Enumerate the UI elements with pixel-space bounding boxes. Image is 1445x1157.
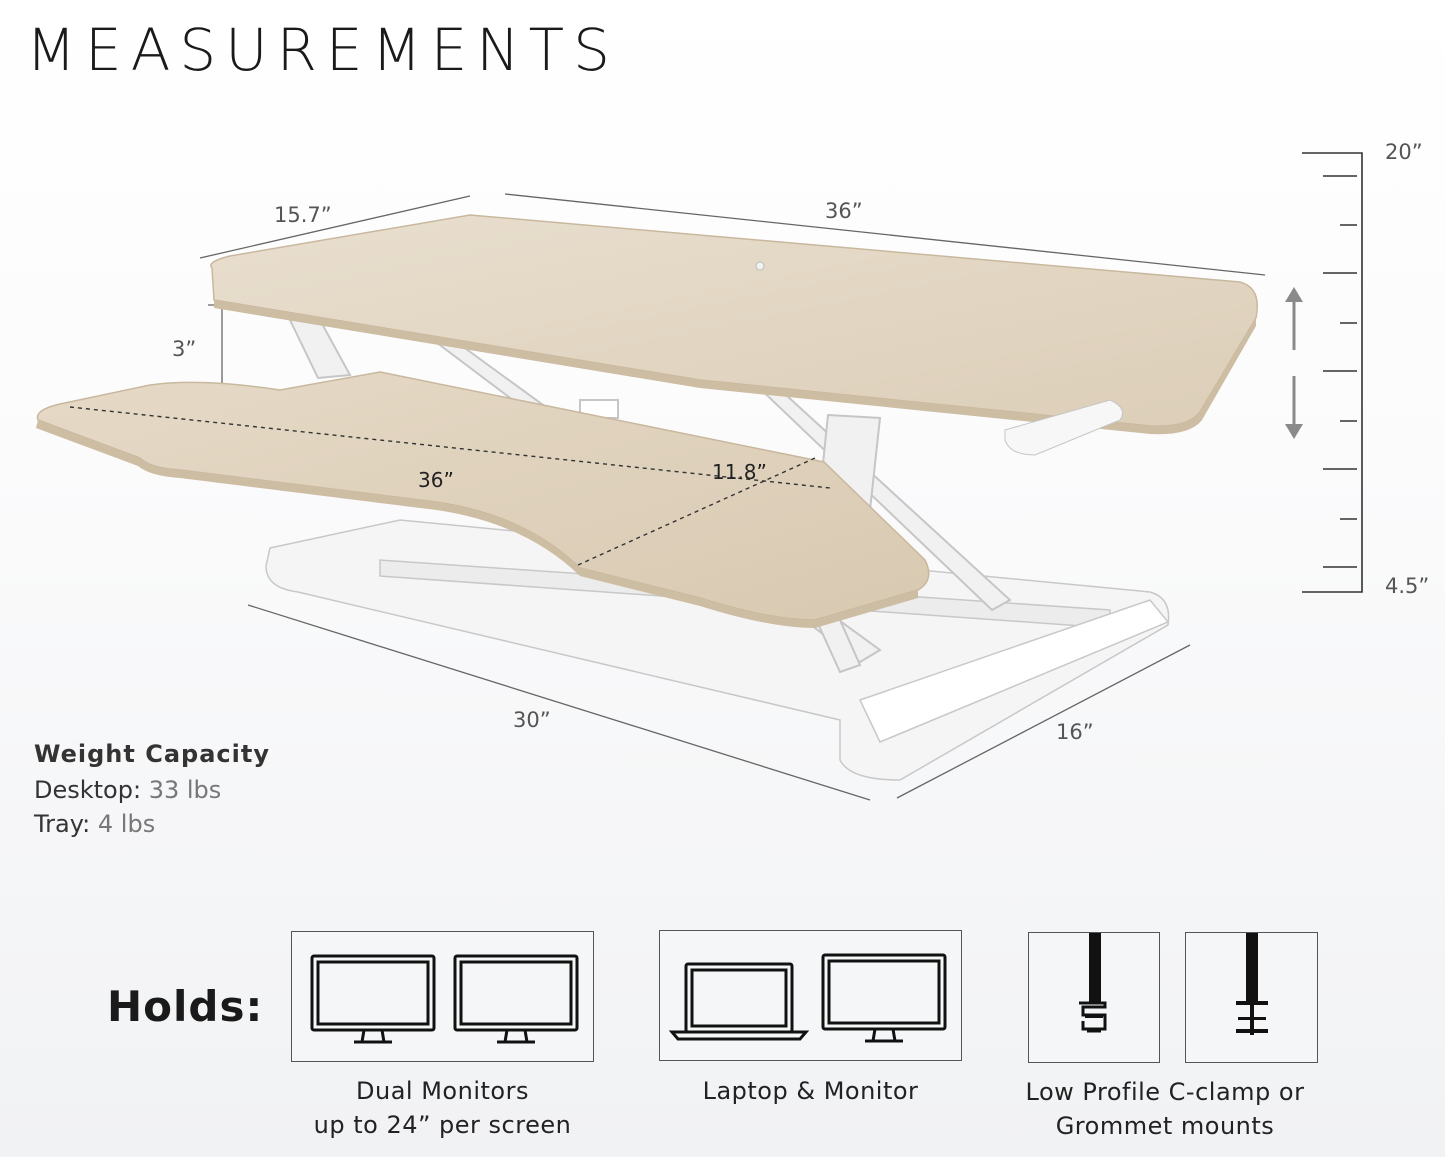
height-handle: [1004, 399, 1123, 456]
base-width-label: 30”: [513, 708, 551, 732]
top-depth-line: [199, 195, 471, 259]
clamp-line1: Low Profile C-clamp or: [1025, 1078, 1305, 1106]
desktop-capacity: Desktop: 33 lbs: [34, 776, 221, 804]
desktop-capacity-label: Desktop:: [34, 776, 142, 804]
laptop-icon: [668, 962, 810, 1041]
height-arrows: [1285, 287, 1303, 439]
tray-capacity-label: Tray:: [34, 810, 91, 838]
height-scale: [1302, 152, 1363, 593]
tray-dashed-lines: [69, 406, 831, 566]
desktop-capacity-value: 33 lbs: [148, 776, 222, 804]
weight-capacity-title: Weight Capacity: [34, 740, 270, 768]
base-foot: [858, 599, 1170, 743]
base-depth-label: 16”: [1056, 720, 1094, 744]
dual-monitors-caption: Dual Monitors up to 24” per screen: [291, 1074, 594, 1142]
grommet-box: [1185, 932, 1318, 1063]
height-min-label: 4.5”: [1385, 574, 1430, 598]
base-width-line: [247, 604, 871, 801]
desk-riser-diagram: [36, 152, 1363, 801]
clamp-caption: Low Profile C-clamp or Grommet mounts: [1010, 1075, 1320, 1143]
base-depth-line: [896, 644, 1191, 799]
dual-monitors-line1: Dual Monitors: [356, 1077, 529, 1105]
height-max-label: 20”: [1385, 140, 1423, 164]
dual-monitors-line2: up to 24” per screen: [313, 1111, 572, 1139]
gap-bracket: [208, 304, 223, 385]
base-frame: [265, 519, 1170, 781]
clamp-line2: Grommet mounts: [1055, 1112, 1275, 1140]
laptop-monitor-line1: Laptop & Monitor: [702, 1077, 919, 1105]
gap-label: 3”: [172, 337, 197, 361]
tray-depth-dashed: [577, 457, 816, 566]
tray-capacity: Tray: 4 lbs: [34, 810, 155, 838]
c-clamp-box: [1028, 932, 1160, 1063]
tray-width-label: 36”: [418, 468, 454, 492]
monitor-icon: [821, 953, 947, 1043]
top-width-label: 36”: [825, 199, 863, 223]
c-clamp-icon: [1079, 933, 1107, 1033]
tray-capacity-value: 4 lbs: [97, 810, 156, 838]
laptop-monitor-box: [659, 930, 962, 1061]
monitor-icon: [310, 954, 436, 1044]
desktop-surface: [210, 214, 1258, 456]
monitor-icon: [453, 954, 579, 1044]
grommet-icon: [1236, 933, 1268, 1035]
page-title: MEASUREMENTS: [26, 16, 619, 84]
keyboard-tray: [36, 371, 930, 628]
top-width-line: [504, 193, 1266, 276]
top-depth-label: 15.7”: [274, 203, 332, 227]
holds-label: Holds:: [107, 982, 264, 1031]
dual-monitors-box: [291, 931, 594, 1062]
tray-depth-label: 11.8”: [712, 460, 767, 484]
laptop-monitor-caption: Laptop & Monitor: [659, 1074, 962, 1108]
